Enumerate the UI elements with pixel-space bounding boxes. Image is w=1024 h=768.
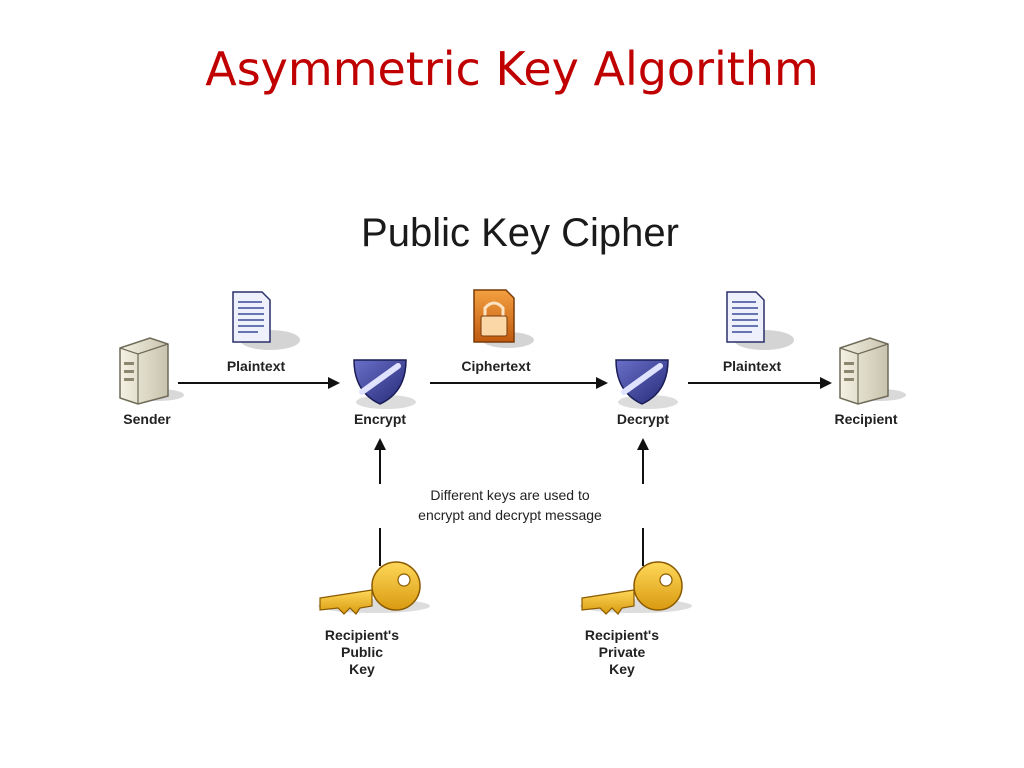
- public-key-icon: [318, 561, 430, 615]
- plaintext-document-icon-right: [726, 291, 794, 350]
- decrypt-shield-icon: [615, 359, 678, 409]
- recipient-label: Recipient: [834, 411, 897, 427]
- padlock-document-icon: [473, 289, 534, 348]
- edge-label-plaintext-in: Plaintext: [227, 358, 286, 374]
- public-key-label-2: Public: [341, 644, 383, 660]
- sender-label: Sender: [123, 411, 171, 427]
- note-line-1: Different keys are used to: [430, 487, 589, 503]
- private-key-label-2: Private: [599, 644, 646, 660]
- diagram-heading: Public Key Cipher: [361, 211, 679, 255]
- note-line-2: encrypt and decrypt message: [418, 507, 602, 523]
- edge-label-ciphertext: Ciphertext: [461, 358, 531, 374]
- encrypt-shield-icon: [353, 359, 416, 409]
- private-key-icon: [580, 561, 692, 615]
- recipient-server-icon: [839, 337, 906, 405]
- public-key-label-1: Recipient's: [325, 627, 399, 643]
- note-background: [375, 484, 649, 528]
- slide-title: Asymmetric Key Algorithm: [205, 42, 819, 96]
- public-key-label-3: Key: [349, 661, 375, 677]
- private-key-label-1: Recipient's: [585, 627, 659, 643]
- decrypt-label: Decrypt: [617, 411, 669, 427]
- private-key-label-3: Key: [609, 661, 635, 677]
- plaintext-document-icon: [232, 291, 300, 350]
- edge-label-plaintext-out: Plaintext: [723, 358, 782, 374]
- encrypt-label: Encrypt: [354, 411, 406, 427]
- sender-server-icon: [119, 337, 184, 405]
